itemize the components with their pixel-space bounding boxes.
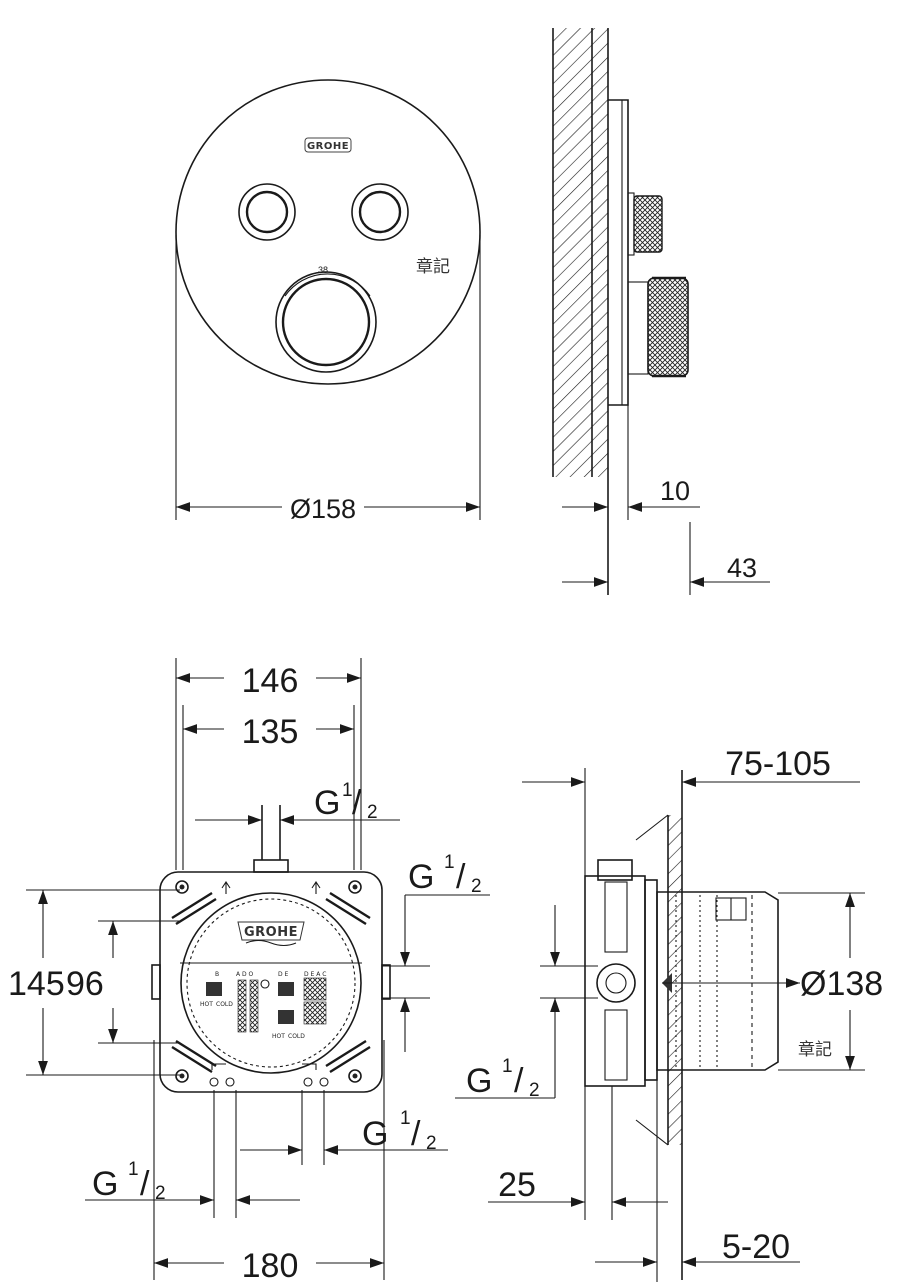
box-height-inner-label: 96 bbox=[66, 965, 104, 1003]
cover-plate-outline bbox=[175, 79, 481, 385]
thread-numerator-right: 1 bbox=[444, 852, 455, 873]
brand-logo-text: GROHE bbox=[307, 141, 349, 152]
thread-numerator-br: 1 bbox=[400, 1108, 411, 1129]
front-offset-label: 25 bbox=[498, 1166, 536, 1204]
wall-hatch-lower bbox=[668, 815, 682, 1145]
handle-projection-label: 43 bbox=[727, 553, 757, 583]
thread-numerator: 1 bbox=[342, 780, 353, 801]
thread-prefix-right: G bbox=[408, 858, 434, 896]
button-knob-knurled bbox=[633, 195, 663, 253]
box-inner-circle bbox=[180, 892, 362, 1074]
top-inlet-stub bbox=[253, 859, 289, 873]
thread-denominator: 2 bbox=[367, 802, 378, 823]
box-height-outer-label: 145 bbox=[8, 965, 65, 1003]
cover-plate-side bbox=[608, 99, 629, 406]
thread-prefix-side: G bbox=[466, 1062, 492, 1100]
front-view: GROHE 38 章記 Ø158 bbox=[175, 79, 481, 524]
cover-diameter-label: Ø158 bbox=[290, 494, 356, 524]
thread-label-bottom-left: G 1 / 2 bbox=[92, 1159, 166, 1204]
install-depth-label: 75-105 bbox=[725, 745, 831, 783]
symbol-hot-2: HOT bbox=[272, 1033, 285, 1040]
thermostat-knob-knurled bbox=[647, 277, 689, 377]
watermark-label-top: 章記 bbox=[416, 257, 450, 277]
thread-prefix-bl: G bbox=[92, 1165, 118, 1203]
wall-tolerance-label: 5-20 bbox=[722, 1228, 790, 1266]
symbol-cold-2: COLD bbox=[288, 1033, 305, 1040]
body-diameter-label: Ø138 bbox=[800, 965, 883, 1003]
brand-logo-top: GROHE bbox=[304, 137, 352, 153]
thread-label-side: G 1 / 2 bbox=[466, 1056, 540, 1101]
thread-prefix: G bbox=[314, 784, 340, 822]
box-side-view: Ø138 章記 75-105 G 1 / 2 25 5-20 bbox=[455, 745, 883, 1282]
side-view: 10 43 bbox=[552, 28, 770, 595]
box-front-view: GROHE B A D O D E D E A C HOT COLD HOT C… bbox=[8, 658, 490, 1285]
cover-depth-label: 10 bbox=[660, 476, 690, 506]
wall-section-hatch bbox=[553, 28, 592, 477]
right-button bbox=[351, 183, 409, 241]
left-side-boss bbox=[151, 964, 161, 1000]
thread-slash-br: / bbox=[411, 1115, 421, 1153]
box-width-outer-label: 146 bbox=[242, 662, 299, 700]
thread-numerator-bl: 1 bbox=[128, 1159, 139, 1180]
thread-label-right: G 1 / 2 bbox=[408, 852, 482, 897]
mounting-holes bbox=[175, 880, 362, 1087]
brand-logo-box-text: GROHE bbox=[244, 925, 298, 940]
thread-label-top: G 1 / 2 bbox=[314, 780, 378, 823]
thread-denominator-bl: 2 bbox=[155, 1183, 166, 1204]
symbol-label-de: D E bbox=[278, 971, 289, 978]
mounting-frame-side bbox=[584, 875, 646, 1087]
right-side-boss bbox=[381, 964, 391, 1000]
thread-slash-right: / bbox=[456, 858, 466, 896]
box-width-inner-label: 135 bbox=[242, 713, 299, 751]
symbol-label-ado: A D O bbox=[236, 971, 254, 978]
thread-label-bottom-right: G 1 / 2 bbox=[362, 1108, 437, 1154]
thread-slash-bl: / bbox=[140, 1165, 150, 1203]
tile-section-hatch bbox=[592, 28, 608, 477]
watermark-label-bottom: 章記 bbox=[798, 1040, 832, 1060]
mounting-clamps bbox=[171, 891, 371, 1074]
thread-numerator-side: 1 bbox=[502, 1056, 513, 1077]
thread-denominator-side: 2 bbox=[529, 1080, 540, 1101]
thread-denominator-right: 2 bbox=[471, 876, 482, 897]
symbol-cold: COLD bbox=[216, 1001, 233, 1008]
button-stem bbox=[627, 192, 635, 256]
thread-slash: / bbox=[352, 784, 362, 822]
box-bottom-width-label: 180 bbox=[242, 1247, 299, 1285]
thread-slash-side: / bbox=[514, 1062, 524, 1100]
knob-stem bbox=[627, 281, 649, 375]
thread-denominator-br: 2 bbox=[426, 1133, 437, 1154]
symbol-hot: HOT bbox=[200, 1001, 213, 1008]
function-schematic: B A D O D E D E A C HOT COLD HOT COLD bbox=[200, 971, 326, 1040]
temperature-scale-value: 38 bbox=[318, 265, 328, 275]
side-inlet-fitting bbox=[596, 963, 636, 1003]
left-button bbox=[238, 183, 296, 241]
symbol-label-deac: D E A C bbox=[304, 971, 326, 978]
thermostat-knob bbox=[275, 271, 377, 373]
symbol-label-b: B bbox=[215, 971, 219, 978]
brand-logo-box: GROHE bbox=[237, 921, 305, 947]
